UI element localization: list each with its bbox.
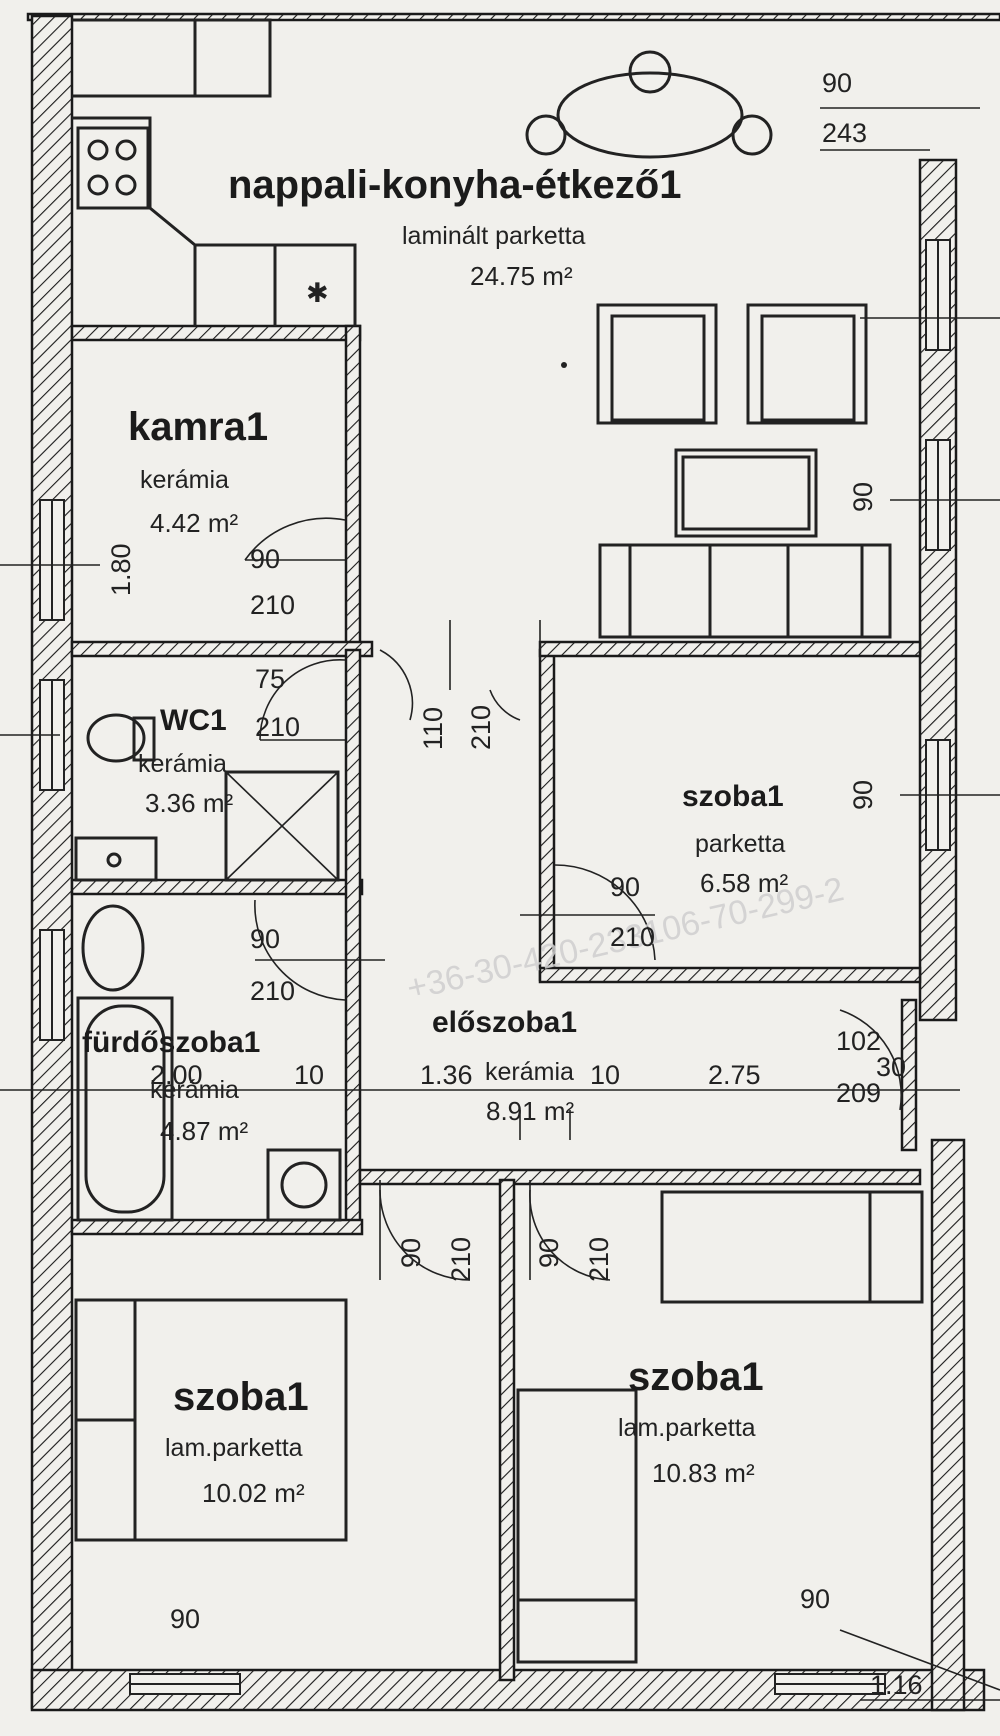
room-floor: parketta <box>695 830 785 858</box>
room-living: nappali-konyha-étkező1 laminált parketta… <box>228 163 681 291</box>
room-area: 6.58 m² <box>700 868 788 898</box>
dim-label: 243 <box>822 118 867 148</box>
dim-label: 90 <box>848 780 878 810</box>
room-name: előszoba1 <box>432 1006 577 1039</box>
room-floor: laminált parketta <box>402 222 586 250</box>
dim-label: 1.36 <box>420 1060 473 1090</box>
dim-label: 90 <box>250 924 280 954</box>
dim-label: 210 <box>250 590 295 620</box>
kitchen-counter: ✱ <box>72 18 357 326</box>
dim-label: 90 <box>800 1584 830 1614</box>
room-pantry: kamra1 kerámia 4.42 m² <box>128 405 268 538</box>
bedroom-left-furniture <box>74 1298 348 1542</box>
room-area: 4.87 m² <box>160 1116 248 1146</box>
room-area: 4.42 m² <box>150 508 238 538</box>
dim-label: 1.16 <box>870 1670 923 1700</box>
living-furniture <box>561 303 892 639</box>
room-area: 3.36 m² <box>145 788 233 818</box>
room-name: nappali-konyha-étkező1 <box>228 163 681 207</box>
dimension-lines <box>0 107 1000 1701</box>
dim-label: 10 <box>590 1060 620 1090</box>
dim-label: 90 <box>534 1238 564 1268</box>
room-floor: kerámia <box>150 1076 239 1104</box>
room-wc: WC1 kerámia 3.36 m² <box>138 704 233 818</box>
wc-fixtures <box>74 713 340 882</box>
dim-label: 209 <box>836 1078 881 1108</box>
room-floor: kerámia <box>138 750 227 778</box>
room-small: szoba1 parketta 6.58 m² <box>682 780 788 898</box>
fridge-icon: ✱ <box>306 278 329 308</box>
dim-label: 102 <box>836 1026 881 1056</box>
room-bath: fürdőszoba1 kerámia 4.87 m² <box>82 1026 260 1146</box>
room-floor: kerámia <box>140 466 229 494</box>
dim-label: 110 <box>418 707 448 750</box>
room-name: fürdőszoba1 <box>82 1026 260 1059</box>
dining-table <box>525 50 773 159</box>
dim-label: 210 <box>446 1237 476 1282</box>
inner-walls <box>70 324 922 1682</box>
dim-label: 210 <box>250 976 295 1006</box>
room-name: kamra1 <box>128 405 268 449</box>
room-floor: lam.parketta <box>165 1434 303 1462</box>
room-area: 8.91 m² <box>486 1096 574 1126</box>
room-area: 24.75 m² <box>470 261 573 291</box>
dim-label: 210 <box>255 712 300 742</box>
room-hall: előszoba1 kerámia 8.91 m² <box>432 1006 577 1126</box>
dim-label: 2.00 <box>150 1060 203 1090</box>
room-left: szoba1 lam.parketta 10.02 m² <box>165 1375 309 1508</box>
room-floor: lam.parketta <box>618 1414 756 1442</box>
room-area: 10.02 m² <box>202 1478 305 1508</box>
dim-label: 90 <box>396 1238 426 1268</box>
room-name: szoba1 <box>173 1375 309 1419</box>
room-right: szoba1 lam.parketta 10.83 m² <box>618 1355 764 1488</box>
room-name: szoba1 <box>682 780 784 813</box>
dim-label: 90 <box>170 1604 200 1634</box>
dimension-labels: 90 243 90 210 1.80 75 210 90 210 110 210… <box>106 68 923 1700</box>
room-floor: kerámia <box>485 1058 574 1086</box>
bedroom-right-furniture <box>516 1190 924 1664</box>
dim-label: 210 <box>584 1237 614 1282</box>
dim-label: 210 <box>610 922 655 952</box>
dim-label: 2.75 <box>708 1060 761 1090</box>
dim-label: 210 <box>466 705 496 750</box>
dim-label: 30 <box>876 1052 906 1082</box>
dim-label: 90 <box>250 544 280 574</box>
room-area: 10.83 m² <box>652 1458 755 1488</box>
dim-label: 10 <box>294 1060 324 1090</box>
dim-label: 90 <box>848 482 878 512</box>
dim-label: 75 <box>255 664 285 694</box>
dim-label: 90 <box>610 872 640 902</box>
bath-fixtures <box>76 904 342 1222</box>
room-name: WC1 <box>160 704 227 737</box>
room-name: szoba1 <box>628 1355 764 1399</box>
dim-label: 90 <box>822 68 852 98</box>
dim-label: 1.80 <box>106 543 136 596</box>
doors <box>244 517 903 1281</box>
